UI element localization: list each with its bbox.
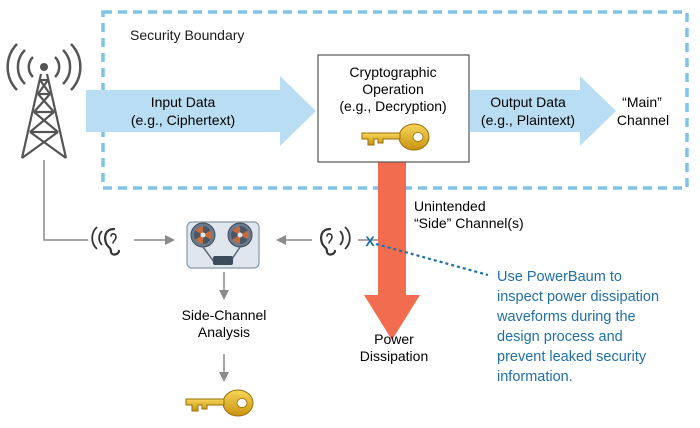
crypto-operation-label-3: (e.g., Decryption) [339,98,446,114]
side-channel-label-2: “Side” Channel(s) [414,215,524,231]
crypto-operation-label-2: Operation [362,81,423,97]
note-line-4: design process and [497,329,623,345]
callout-dotted-line [375,242,489,277]
main-channel-label: “Main” [622,94,662,110]
input-data-label: Input Data [151,94,216,110]
output-data-example: (e.g., Plaintext) [481,112,575,128]
output-data-arrow [470,76,616,146]
power-dissipation-label-1: Power [374,331,414,347]
note-line-6: information. [497,369,573,385]
note-line-5: prevent leaked security [497,349,647,365]
note-line-1: Use PowerBaum to [497,269,622,285]
input-data-example: (e.g., Ciphertext) [131,112,235,128]
side-channel-label-1: Unintended [414,198,486,214]
power-dissipation-arrow [364,160,420,340]
output-data-label: Output Data [490,94,566,110]
tower-connector-line [43,160,88,241]
blocked-mark: X [365,233,375,249]
crypto-operation-label-1: Cryptographic [349,64,436,80]
input-data-arrow [86,76,316,146]
security-boundary-label: Security Boundary [130,27,244,43]
analysis-label-2: Analysis [198,324,250,340]
note-line-2: inspect power dissipation [497,289,659,305]
right-ear-icon [320,226,351,256]
note-line-3: waveforms during the [496,309,636,325]
antenna-tower-icon [6,43,82,159]
tape-recorder-icon [186,221,260,269]
power-dissipation-label-2: Dissipation [360,348,428,364]
left-ear-icon [91,226,121,256]
main-channel-label-2: Channel [617,112,669,128]
recovered-key-icon [185,389,254,417]
crypto-operation-box [317,54,470,163]
analysis-label-1: Side-Channel [182,307,267,323]
powerbaum-note: Use PowerBaum to inspect power dissipati… [496,269,659,385]
